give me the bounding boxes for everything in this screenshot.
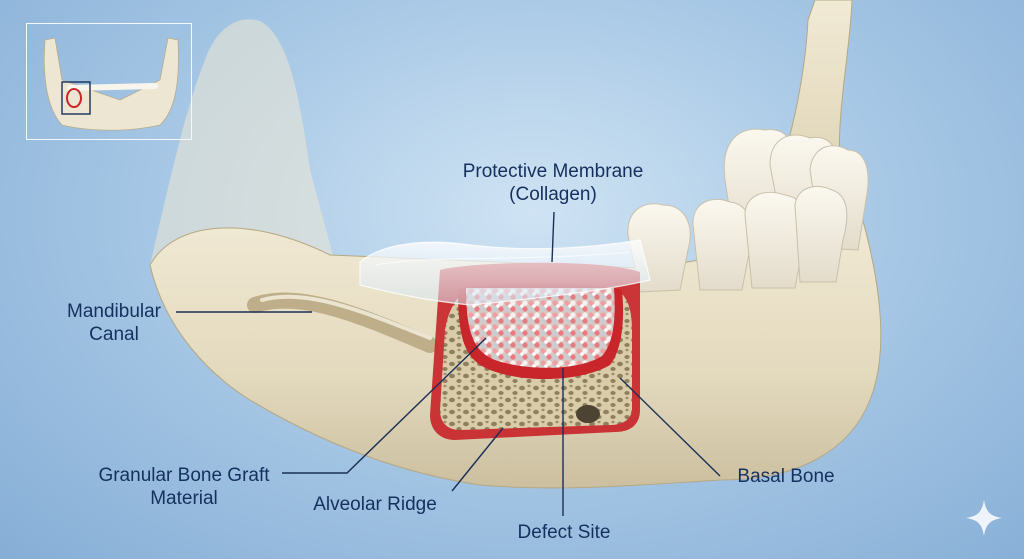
label-granular-bone-graft: Granular Bone Graft Material (86, 464, 282, 510)
front-teeth (627, 186, 848, 293)
leader-lines (176, 211, 721, 516)
mandibular-canal (247, 292, 438, 353)
label-mandibular-canal: Mandibular Canal (56, 300, 172, 346)
label-basal-text: Basal Bone (737, 466, 835, 487)
label-ridge-text: Alveolar Ridge (313, 494, 437, 515)
inset-frame (26, 23, 192, 140)
label-membrane-line1: Protective Membrane (462, 161, 644, 182)
label-membrane-line2: (Collagen) (509, 184, 597, 205)
inset-mandible (43, 37, 179, 131)
left-ramus (150, 19, 345, 301)
label-basal-bone: Basal Bone (730, 465, 842, 488)
collagen-membrane (359, 239, 651, 306)
label-canal-line2: Canal (89, 324, 139, 345)
label-graft-line1: Granular Bone Graft (98, 465, 270, 486)
sparkle-icon (966, 500, 1002, 536)
label-alveolar-ridge: Alveolar Ridge (300, 493, 450, 516)
label-defect-site: Defect Site (516, 521, 612, 544)
label-graft-line2: Material (150, 488, 218, 509)
label-defect-text: Defect Site (517, 522, 611, 543)
label-canal-line1: Mandibular (67, 301, 161, 322)
defect-site (430, 262, 640, 440)
label-protective-membrane: Protective Membrane (Collagen) (445, 160, 661, 206)
